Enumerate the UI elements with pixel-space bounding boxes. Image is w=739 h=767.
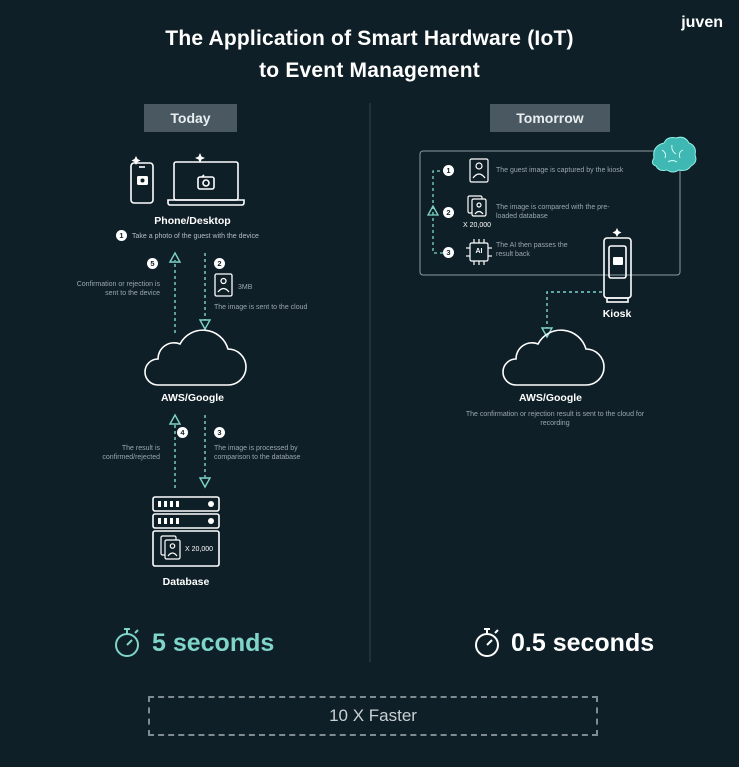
today-step-3-text: The image is processed by comparison to … [214, 445, 301, 461]
database-label: Database [162, 576, 210, 588]
arrow-head-up [426, 204, 440, 216]
process-panel [419, 150, 681, 276]
tomorrow-step-2-text: The image is compared with the pre-loade… [496, 204, 610, 220]
stacked-images-icon [160, 535, 181, 560]
database-slots [158, 501, 214, 524]
device-label: Phone/Desktop [154, 215, 231, 227]
tab-tomorrow: Tomorrow [490, 104, 610, 132]
kiosk-label: Kiosk [602, 308, 632, 320]
tomorrow-step-3-text: The AI then passes the result back [496, 242, 568, 258]
ai-chip-icon [466, 239, 492, 265]
tomorrow-cloud-label: AWS/Google [519, 392, 582, 404]
sparkle-icon [195, 153, 205, 163]
arrow-head-up [168, 251, 182, 263]
tomorrow-time: 0.5 seconds [511, 629, 655, 657]
tab-today: Today [144, 104, 237, 132]
stopwatch-icon-tomorrow [475, 628, 499, 657]
arrow-head-down [198, 477, 212, 489]
today-step-4-text: The result is confirmed/rejected [102, 445, 160, 461]
stacked-images-icon [467, 195, 487, 217]
step-number-5: 5 [147, 258, 158, 269]
today-step-5-text: Confirmation or rejection is sent to the… [76, 281, 160, 297]
step-number-1: 1 [116, 230, 127, 241]
laptop-icon [167, 161, 245, 206]
tomorrow-step-2-count: X 20,000 [463, 222, 492, 229]
step-number-1: 1 [443, 165, 454, 176]
faster-banner: 10 X Faster [148, 696, 598, 736]
today-step-2-text: The image is sent to the cloud [214, 304, 308, 311]
tomorrow-step-1-text: The guest image is captured by the kiosk [496, 167, 624, 174]
title-line-2: to Event Management [259, 59, 480, 82]
arrow-head-down [198, 319, 212, 331]
today-cloud-label: AWS/Google [161, 392, 224, 404]
brain-icon [651, 136, 697, 173]
today-image-size: 3MB [238, 284, 253, 291]
today-time: 5 seconds [152, 629, 275, 657]
step-number-3: 3 [443, 247, 454, 258]
step-number-2: 2 [443, 207, 454, 218]
today-database-count: X 20,000 [185, 546, 214, 553]
cloud-icon-tomorrow [502, 329, 605, 386]
today-step-1-text: Take a photo of the guest with the devic… [132, 233, 259, 240]
brand-logo: juven [681, 14, 723, 31]
database-icon [152, 496, 220, 567]
cloud-icon-today [144, 329, 247, 386]
guest-photo-icon [469, 158, 489, 183]
arrow-head-up [168, 413, 182, 425]
stopwatch-icon-today [115, 628, 139, 657]
step-number-2: 2 [214, 258, 225, 269]
sparkle-icon [131, 156, 141, 165]
arrow-kiosk-to-cloud [546, 291, 602, 328]
kiosk-icon [603, 237, 632, 303]
image-file-icon [214, 273, 233, 297]
ai-chip-label: AI [475, 248, 483, 255]
tomorrow-cloud-caption: The confirmation or rejection result is … [465, 411, 645, 427]
sparkle-icon [612, 228, 622, 237]
title-line-1: The Application of Smart Hardware (IoT) [165, 27, 574, 50]
step-number-3: 3 [214, 427, 225, 438]
loop-connector [432, 170, 446, 254]
phone-icon [130, 162, 154, 204]
step-number-4: 4 [177, 427, 188, 438]
